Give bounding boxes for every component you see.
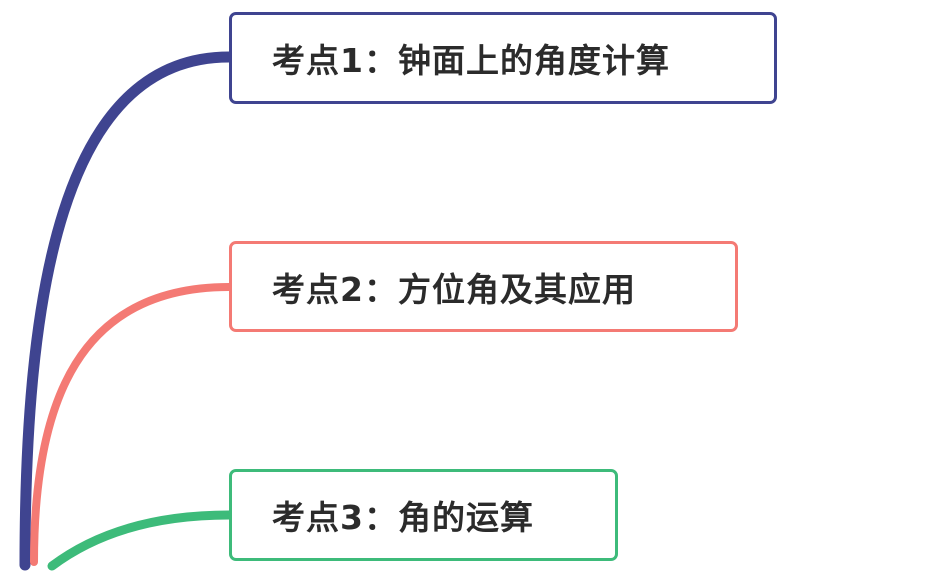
topic-node-1[interactable]: 考点1：钟面上的角度计算: [229, 12, 777, 104]
topic-node-2[interactable]: 考点2：方位角及其应用: [229, 241, 738, 332]
branch-line-3: [47, 510, 234, 571]
topic-node-1-label: 考点1：钟面上的角度计算: [272, 41, 670, 80]
branch-line-1: [19, 51, 235, 571]
topic-node-3-label: 考点3：角的运算: [272, 498, 534, 537]
branch-line-2: [30, 283, 233, 566]
topic-node-3[interactable]: 考点3：角的运算: [229, 469, 618, 561]
topic-node-2-label: 考点2：方位角及其应用: [272, 269, 636, 309]
